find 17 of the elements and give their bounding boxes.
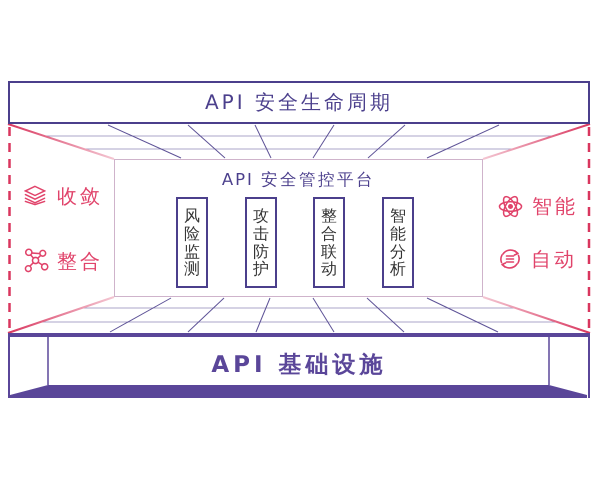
module-box bbox=[313, 197, 345, 288]
feature-label: 自动 bbox=[531, 249, 577, 269]
layer-box bbox=[8, 81, 590, 124]
module-label: 整合联动 bbox=[321, 207, 337, 278]
module-label: 智能分析 bbox=[390, 207, 406, 278]
platform-panel bbox=[114, 159, 483, 297]
panel-title: API 安全管控平台 bbox=[220, 172, 376, 188]
module-label: 攻击防护 bbox=[253, 207, 269, 278]
module-box bbox=[382, 197, 414, 288]
layer-title: API 基础设施 bbox=[210, 354, 388, 377]
module-label: 风险监测 bbox=[184, 207, 200, 278]
feature-label: 收敛 bbox=[57, 186, 103, 206]
feature-label: 智能 bbox=[532, 196, 578, 216]
module-box bbox=[176, 197, 208, 288]
feature-label: 整合 bbox=[57, 251, 103, 271]
module-box bbox=[245, 197, 277, 288]
layer-title: API 安全生命周期 bbox=[205, 89, 393, 116]
